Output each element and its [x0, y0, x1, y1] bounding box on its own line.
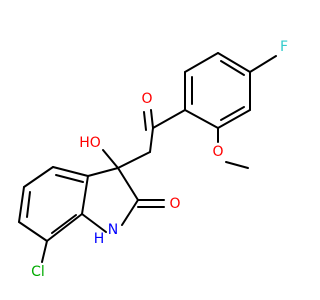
bond [150, 109, 154, 129]
bond [217, 52, 251, 73]
bond [102, 149, 119, 169]
bond [117, 151, 151, 169]
nitrogen-label: N [108, 222, 118, 238]
bond [225, 161, 249, 169]
bond [217, 109, 251, 129]
bond [184, 109, 219, 129]
bond [220, 106, 245, 121]
bond [52, 166, 89, 177]
bond [117, 167, 139, 201]
bond [152, 109, 186, 129]
bond [18, 221, 48, 242]
bond [18, 186, 25, 223]
bond [51, 214, 77, 234]
bond [184, 52, 219, 73]
bonds [18, 52, 277, 263]
bond [87, 167, 119, 177]
bond [23, 166, 54, 188]
bond [121, 199, 139, 226]
bond [81, 213, 107, 233]
fluorine-label: F [280, 39, 288, 55]
bond [46, 213, 83, 242]
bond [249, 55, 277, 73]
bond [41, 240, 48, 263]
atom-labels: F O O HO O N H Cl [31, 39, 288, 280]
chlorine-label: Cl [31, 264, 45, 280]
bond [81, 175, 89, 215]
chemical-structure: F O O HO O N H Cl [18, 39, 288, 280]
hydroxyl-label: HO [79, 135, 101, 151]
bond [220, 60, 245, 76]
ketone-oxygen-label: O [141, 91, 152, 107]
bond [149, 127, 154, 153]
lactam-oxygen-label: O [169, 196, 180, 212]
bond [26, 191, 31, 218]
nh-hydrogen-label: H [94, 231, 105, 247]
bond [143, 111, 147, 131]
methoxy-oxygen-label: O [212, 144, 223, 160]
bond [55, 174, 84, 183]
